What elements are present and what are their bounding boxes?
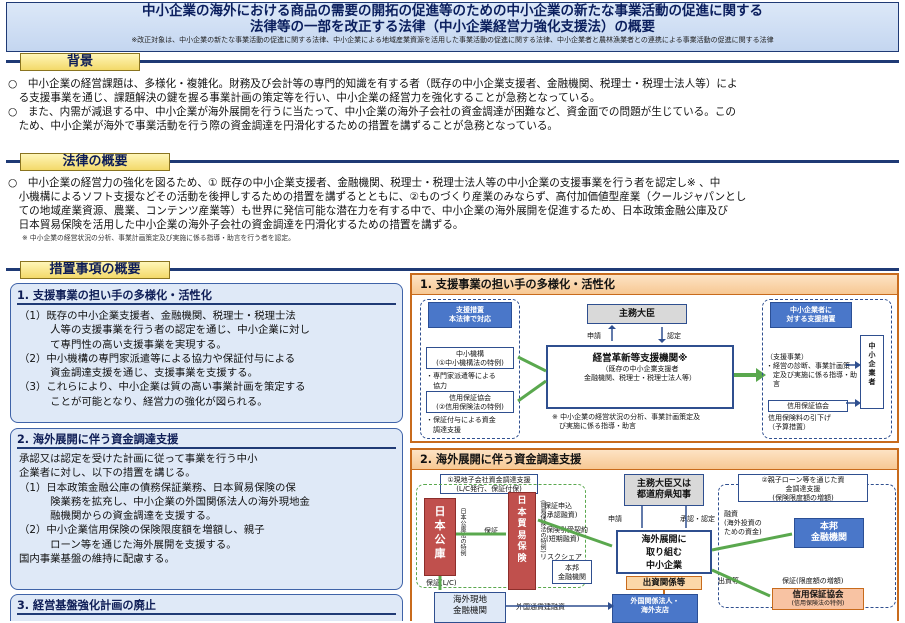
guarantee-limit-label: 保証(限度額の増額) xyxy=(782,577,844,585)
diagram-1-heading: 1. 支援事業の担い手の多様化・活性化 xyxy=(412,275,897,295)
support-organization-box: 経営革新等支援機関※ （既存の中小企業支援者 金融機関、税理士・税理士法人等） xyxy=(546,345,734,409)
measure-box-3: 3. 経営基盤強化計画の廃止 xyxy=(10,594,403,621)
credit-guarantee-association-title: 信用保証協会 xyxy=(792,590,844,600)
arrows-minister xyxy=(608,325,666,343)
diagram-1-panel: 1. 支援事業の担い手の多様化・活性化 支援措置 本法律で対応 中小機構 (①中… xyxy=(410,273,899,443)
foreign-affiliate-box: 外国関係法人・ 海外支店 xyxy=(612,594,698,623)
sme-support-group xyxy=(762,299,892,439)
credit-guarantee-box: 信用保証協会 (②信用保険法の特例) xyxy=(426,391,514,413)
support-organization-note: ※ 中小企業の経営状況の分析、事業計画策定及 び実施に係る指導・助言 xyxy=(552,413,701,430)
smrj-box: 中小機構 (①中小機構法の特例) xyxy=(426,347,514,369)
application-label: 申請 xyxy=(587,332,601,340)
investment-relation-box: 出資関係等 xyxy=(626,576,702,590)
parent-loan-box: ②親子ローン等を通じた資 金調達支援 (保険限度額の増額) xyxy=(738,474,868,502)
arrow-to-right xyxy=(734,368,766,382)
approval-label-2: 承認・認定 xyxy=(680,515,715,523)
measure-box-3-title: 3. 経営基盤強化計画の廃止 xyxy=(17,597,396,615)
support-measures-group xyxy=(420,299,520,439)
measure-line: （2）中小企業信用保険の保険限度額を増額し、親子 xyxy=(19,524,265,537)
law-line: ○ 中小企業の経営力の強化を図るため、① 既存の中小企業支援者、金融機関、税理士… xyxy=(8,177,721,189)
background-line: る支援事業を通じ、課題解決の鍵を握る事業計画の策定等を行い、中小企業の経営力を強… xyxy=(8,92,601,104)
guarantee-label: 保証 xyxy=(484,527,498,535)
background-heading: 背景 xyxy=(20,53,140,71)
nexi-sub: (貿易保険法の特例) xyxy=(539,500,546,553)
measure-line: 企業者に対し、以下の措置を講じる。 xyxy=(19,467,196,480)
japan-bank-box-left: 本邦 金融機関 xyxy=(552,560,592,584)
measure-box-1: 1. 支援事業の担い手の多様化・活性化 （1）既存の中小企業支援者、金融機関、税… xyxy=(10,283,403,423)
sme-support-box: 中小企業者に 対する支援措置 xyxy=(770,302,852,328)
credit-fee-note: 信用保険料の引下げ （予算措置） xyxy=(768,414,831,431)
credit-guarantee-association-box: 信用保証協会 (信用保険法の特例) xyxy=(772,588,864,610)
title-band: 中小企業の海外における商品の需要の開拓の促進等のための中小企業の新たな事業活動の… xyxy=(6,2,899,52)
measure-line: （1）日本政策金融公庫の債務保証業務、日本貿易保険の保 xyxy=(19,481,296,494)
nexi-box: 日 本 貿 易 保 険 xyxy=(508,492,536,590)
diagram-2-arrows xyxy=(438,506,793,610)
diagram-2-panel: 2. 海外展開に伴う資金調達支援 ①現地子会社資金調達支援 (L/C発行、保証付… xyxy=(410,448,899,623)
measure-line: 資金調達支援を通じ、支援事業を支援する。 xyxy=(19,367,258,380)
law-heading: 法律の概要 xyxy=(20,153,170,171)
title-note: ※改正対象は、中小企業の新たな事業活動の促進に関する法律、中小企業による地域産業… xyxy=(131,36,774,44)
risk-share-label: リスクシェア xyxy=(540,553,582,561)
law-line: 小機構によるソフト支援などその活動を後押しするための措置を講ずるとともに、②もの… xyxy=(8,191,747,203)
support-organization-sub: （既存の中小企業支援者 金融機関、税理士・税理士法人等） xyxy=(584,365,696,382)
measure-line: 人等の支援事業を行う者の認定を通じ、中小企業に対し xyxy=(19,324,310,337)
arrows-to-sme xyxy=(846,361,861,407)
jfc-box: 日 本 公 庫 xyxy=(424,498,456,576)
measure-box-1-text: （1）既存の中小企業支援者、金融機関、税理士・税理士法 人等の支援事業を行う者の… xyxy=(19,309,399,409)
application-label-2: 申請 xyxy=(608,515,622,523)
measure-line: 険業務を拡充し、中小企業の外国関係法人の海外現地金 xyxy=(19,495,310,508)
approval-label: 認定 xyxy=(667,332,681,340)
measure-line: 国内事業基盤の維持に配慮する。 xyxy=(19,553,175,566)
diagram-2-heading: 2. 海外展開に伴う資金調達支援 xyxy=(412,450,897,470)
law-line: ての地域産業資源、農業、コンテンツ産業等）も世界に発信可能な潜在力を有する中で、… xyxy=(8,205,728,217)
sme-box: 中 小 企 業 者 xyxy=(860,335,884,409)
background-line: ○ また、内需が減退する中、中小企業が海外展開を行うに当たって、中小企業の海外子… xyxy=(8,106,737,118)
title-line2: 法律等の一部を改正する法律（中小企業経営力強化支援法）の概要 xyxy=(250,19,655,35)
measure-line: （3）これらにより、中小企業は質の高い事業計画を策定する xyxy=(19,381,306,394)
law-line: 日本貿易保険を活用した中小企業の海外子会社の資金調達を円滑化するための措置を講ず… xyxy=(8,219,464,231)
law-text: ○ 中小企業の経営力の強化を図るため、① 既存の中小企業支援者、金融機関、税理士… xyxy=(8,176,903,243)
smrj-note: ・専門家派遣等による 協力 xyxy=(426,372,496,390)
measure-box-1-title: 1. 支援事業の担い手の多様化・活性化 xyxy=(17,287,396,305)
investment-label: 出資等 xyxy=(718,577,739,585)
credit-guarantee-right-box: 信用保証協会 xyxy=(768,400,848,412)
support-organization-title: 経営革新等支援機関※ xyxy=(592,353,688,364)
section-rule xyxy=(6,160,899,163)
measure-box-2-text: 承認又は認定を受けた計画に従って事業を行う中小 企業者に対し、以下の措置を講じる… xyxy=(19,452,399,566)
arrows-to-center xyxy=(517,355,547,403)
background-line: ため、中小企業が海外で事業活動を行う際の資金調達を円滑化するための措置を講ずるこ… xyxy=(8,120,559,132)
overseas-bank-box: 海外現地 金融機関 xyxy=(434,592,506,623)
support-measures-box: 支援措置 本法律で対応 xyxy=(428,302,512,328)
measure-line: て専門性の高い支援事業を実現する。 xyxy=(19,338,227,351)
measures-heading: 措置事項の概要 xyxy=(20,261,170,279)
measure-line: ローン等を通じた海外展開を支援する。 xyxy=(19,538,237,551)
background-text: ○ 中小企業の経営課題は、多様化・複雑化。財務及び会計等の専門的知識を有する者（… xyxy=(8,77,903,133)
measure-box-2: 2. 海外展開に伴う資金調達支援 承認又は認定を受けた計画に従って事業を行う中小… xyxy=(10,428,403,590)
support-business-list: （支援事業） ・経営の診断、事業計画策 定及び実施に係る指導・助 言 xyxy=(766,353,857,388)
japan-bank-box-right: 本邦 金融機関 xyxy=(794,518,864,548)
measure-box-2-title: 2. 海外展開に伴う資金調達支援 xyxy=(17,431,396,449)
overseas-sme-box: 海外展開に 取り組む 中小企業 xyxy=(616,530,712,574)
section-rule xyxy=(6,268,899,271)
measure-line: 融機関からの資金調達を支援する。 xyxy=(19,510,217,523)
competent-minister-box: 主務大臣 xyxy=(587,304,687,324)
measure-line: ことが可能となり、経営力の強化が図られる。 xyxy=(19,395,268,408)
title-line1: 中小企業の海外における商品の需要の開拓の促進等のための中小企業の新たな事業活動の… xyxy=(142,3,763,19)
minister-or-governor-box: 主務大臣又は 都道府県知事 xyxy=(624,474,704,506)
section-rule xyxy=(6,60,899,63)
measure-line: （2）中小機構の専門家派遣等による協力や保証付与による xyxy=(19,352,296,365)
measure-line: 承認又は認定を受けた計画に従って事業を行う中小 xyxy=(19,453,258,465)
credit-guarantee-note: ・保証付与による資金 調達支援 xyxy=(426,416,496,434)
background-line: ○ 中小企業の経営課題は、多様化・複雑化。財務及び会計等の専門的知識を有する者（… xyxy=(8,78,738,90)
guarantee-application-label: 保証申込 (承認融資) xyxy=(544,502,578,519)
foreign-currency-loan-label: 外国通貨建融資 xyxy=(516,603,565,611)
loan-label: 融資 (海外投資の ための資金) xyxy=(724,510,762,536)
law-note: ※ 中小企業の経営状況の分析、事業計画策定及び実施に係る指導・助言を行う者を認定… xyxy=(22,234,295,242)
credit-guarantee-association-sub: (信用保険法の特例) xyxy=(791,600,845,607)
jfc-sub: 日本公庫法の特例 xyxy=(459,508,466,556)
measure-line: （1）既存の中小企業支援者、金融機関、税理士・税理士法 xyxy=(19,310,296,322)
